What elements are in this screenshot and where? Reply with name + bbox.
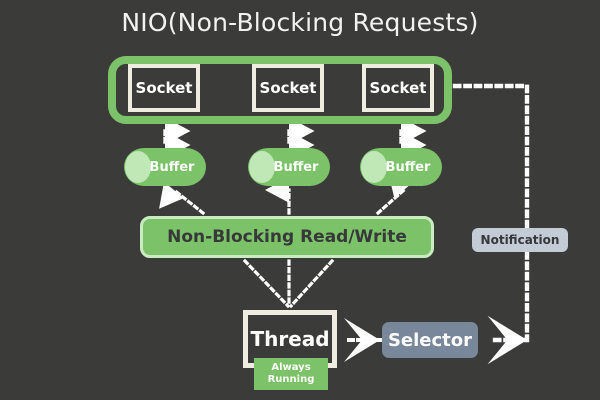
thread-label: Thread <box>250 327 330 351</box>
socket-label-2: Socket <box>259 79 317 97</box>
socket-label-1: Socket <box>135 79 193 97</box>
wire-rw-thread-right <box>288 258 335 309</box>
selector-box[interactable]: Selector <box>382 322 478 358</box>
buffer-cylinder-1[interactable]: Buffer <box>124 148 206 186</box>
wire-rw-thread-left <box>242 258 291 309</box>
buffer-label-3: Buffer <box>385 159 431 175</box>
socket-group-container <box>108 56 452 124</box>
buffer-cylinder-2[interactable]: Buffer <box>248 148 330 186</box>
socket-box-3[interactable]: Socket <box>362 64 434 112</box>
thread-status-badge: Always Running <box>254 358 328 390</box>
notification-badge[interactable]: Notification <box>472 228 568 252</box>
non-blocking-read-write-label: Non-Blocking Read/Write <box>167 227 407 247</box>
notification-label: Notification <box>480 233 560 247</box>
page-title: NIO(Non-Blocking Requests) <box>121 8 479 37</box>
socket-label-3: Socket <box>369 79 427 97</box>
wire-socket-notification-selector <box>452 83 530 365</box>
socket-box-2[interactable]: Socket <box>252 64 324 112</box>
wire-rw-buffer3 <box>375 172 414 216</box>
wire-rw-buffer1 <box>159 182 206 216</box>
non-blocking-read-write-box[interactable]: Non-Blocking Read/Write <box>140 216 434 258</box>
thread-badge-line-2: Running <box>267 374 315 385</box>
buffer-cylinder-3[interactable]: Buffer <box>360 148 442 186</box>
buffer-label-1: Buffer <box>149 159 195 175</box>
thread-badge-line-1: Always <box>271 361 311 373</box>
socket-box-1[interactable]: Socket <box>128 64 200 112</box>
buffer-label-2: Buffer <box>273 159 319 175</box>
selector-label: Selector <box>387 329 473 351</box>
